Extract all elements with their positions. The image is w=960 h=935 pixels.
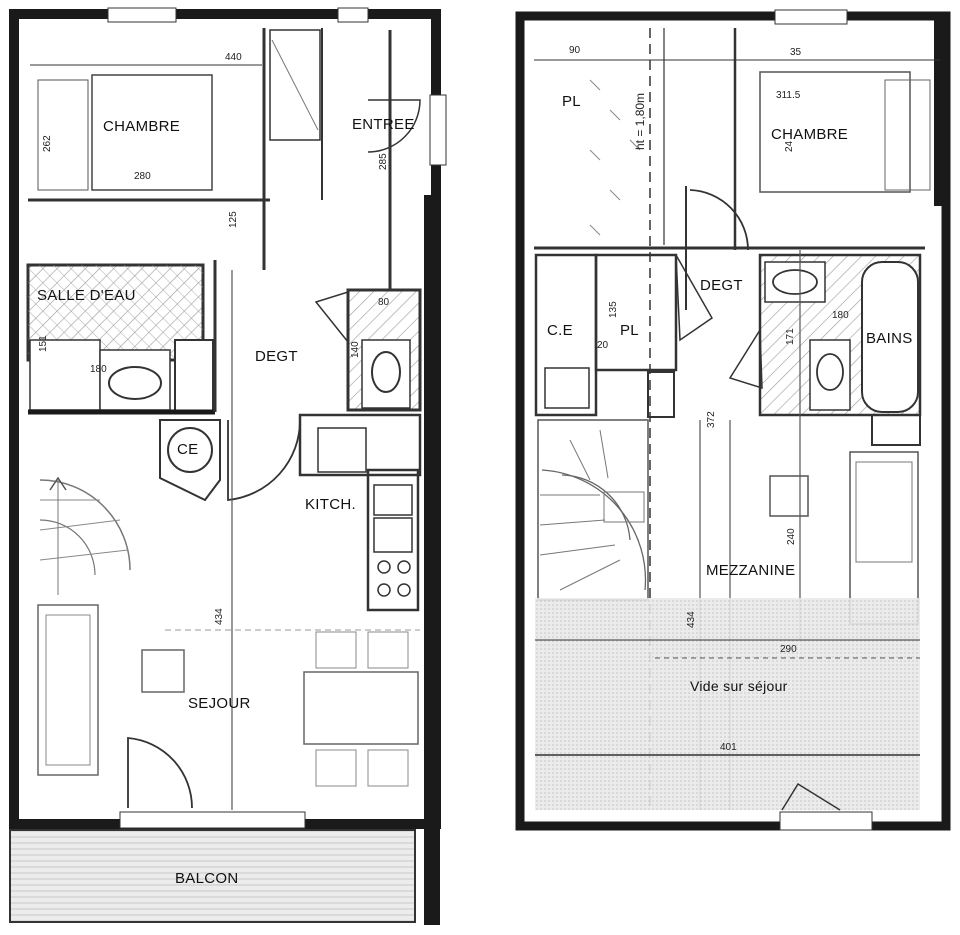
dim-label: 180 <box>832 310 849 321</box>
dim-label: 90 <box>569 45 581 56</box>
dim-label: 434 <box>214 608 225 625</box>
dim-label: 285 <box>378 153 389 170</box>
room-label-degt-upper: DEGT <box>700 277 743 294</box>
dim-label: 135 <box>608 301 619 318</box>
room-label-kitchen: KITCH. <box>305 496 356 513</box>
room-label-salle-deau: SALLE D'EAU <box>37 287 136 304</box>
room-label-pl-top: PL <box>562 93 581 110</box>
room-label-degt: DEGT <box>255 348 298 365</box>
height-note: ht = 1,80m <box>633 92 647 150</box>
left-floor-plan <box>9 7 447 925</box>
room-label-ce: CE <box>177 441 199 458</box>
dim-label: 140 <box>350 341 361 358</box>
dim-label: 125 <box>228 211 239 228</box>
dim-label: 290 <box>780 644 797 655</box>
room-label-sejour: SEJOUR <box>188 695 251 712</box>
dim-label: 311.5 <box>776 90 801 101</box>
room-label-mezzanine: MEZZANINE <box>706 562 796 579</box>
dim-label: 440 <box>225 52 242 63</box>
dim-label: 434 <box>686 611 697 628</box>
dim-label: 80 <box>378 297 390 308</box>
dim-label: 401 <box>720 742 737 753</box>
room-label-entree: ENTREE <box>352 116 415 133</box>
room-label-chambre: CHAMBRE <box>103 118 181 135</box>
dim-label: 35 <box>790 47 802 58</box>
dim-label: 280 <box>134 171 151 182</box>
dim-label: 20 <box>597 340 609 351</box>
room-label-chambre-upper: CHAMBRE <box>771 126 849 143</box>
dim-label: 24 <box>784 140 795 152</box>
dim-label: 180 <box>90 364 107 375</box>
room-label-balcon: BALCON <box>175 870 239 887</box>
room-label-vide-sur-sejour: Vide sur séjour <box>690 678 788 694</box>
room-label-ce-upper: C.E <box>547 322 573 339</box>
dim-label: 171 <box>785 328 796 345</box>
dim-label: 240 <box>786 528 797 545</box>
right-floor-plan <box>515 9 951 831</box>
room-label-pl-mid: PL <box>620 322 639 339</box>
dim-label: 262 <box>42 135 53 152</box>
room-label-bains: BAINS <box>866 330 913 347</box>
right-outer-wall <box>515 11 951 831</box>
dim-label: 151 <box>38 335 49 352</box>
dim-label: 372 <box>706 411 717 428</box>
